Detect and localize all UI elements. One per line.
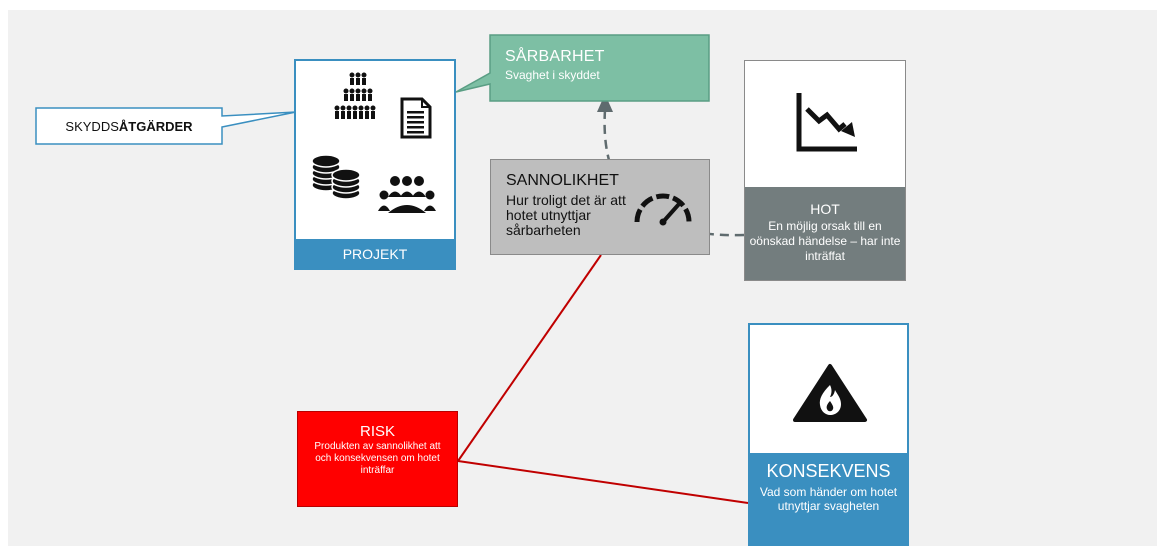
people-hierarchy-icon (334, 72, 376, 119)
sannolikhet-subtitle: Hur troligt det är att hotet utnyttjar s… (506, 192, 626, 238)
sarbarhet-callout: SÅRBARHET Svaghet i skyddet (505, 48, 605, 82)
fire-warning-icon (793, 364, 867, 422)
speedometer-icon (634, 193, 692, 226)
sannolikhet-box: SANNOLIKHET Hur troligt det är att hotet… (490, 159, 710, 255)
skyddsatgarder-callout-shape (35, 107, 297, 145)
hot-title: HOT (810, 201, 840, 217)
risk-to-konsekvens-line (457, 460, 749, 504)
sarbarhet-callout-shape (455, 34, 710, 102)
risk-title: RISK (359, 423, 395, 440)
projekt-label: PROJEKT (296, 239, 454, 268)
konsekvens-footer: KONSEKVENS Vad som händer om hotet utnyt… (750, 453, 907, 544)
konsekvens-title: KONSEKVENS (766, 461, 891, 481)
sarbarhet-title: SÅRBARHET (505, 48, 605, 65)
konsekvens-subtitle: Vad som händer om hotet utnyttjar svaghe… (759, 485, 898, 513)
sannolikhet-title: SANNOLIKHET (506, 172, 619, 189)
risk-subtitle: Produkten av sannolikhet att och konsekv… (314, 441, 441, 476)
document-icon (400, 97, 432, 139)
sarbarhet-subtitle: Svaghet i skyddet (505, 68, 600, 82)
projekt-card: PROJEKT (294, 59, 456, 270)
skyddsatgarder-prefix: SKYDDS (65, 118, 119, 134)
hot-footer: HOT En möjlig orsak till en oönskad händ… (745, 187, 905, 280)
skyddsatgarder-bold: ÅTGÄRDER (118, 118, 193, 134)
hot-card: HOT En möjlig orsak till en oönskad händ… (744, 60, 906, 281)
risk-box: RISK Produkten av sannolikhet att och ko… (297, 411, 458, 507)
hot-subtitle: En möjlig orsak till en oönskad händelse… (749, 219, 901, 263)
konsekvens-card: KONSEKVENS Vad som händer om hotet utnyt… (748, 323, 909, 546)
declining-chart-icon (796, 93, 857, 152)
arrow-head (597, 94, 613, 112)
meeting-icon (378, 176, 436, 213)
risk-to-sannolikhet-line (457, 254, 602, 462)
coins-icon (311, 154, 361, 200)
